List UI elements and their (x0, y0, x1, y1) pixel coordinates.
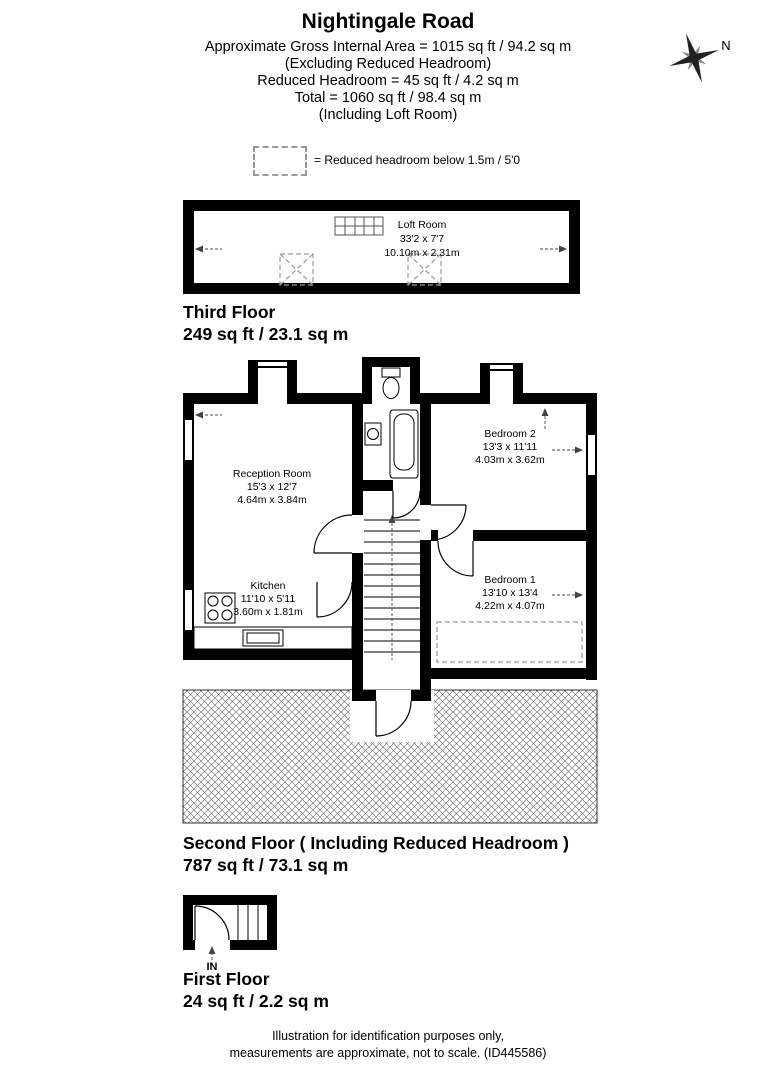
loft-room-label: Loft Room (398, 219, 447, 231)
stairs-icon (364, 515, 420, 660)
front-door-arc (194, 905, 230, 941)
reception-window (183, 420, 194, 460)
sink-icon (364, 422, 382, 446)
bedroom2-window (586, 435, 597, 475)
entrance-door-arc (375, 700, 412, 737)
walls (183, 200, 580, 294)
header: Nightingale Road Approximate Gross Inter… (0, 10, 776, 124)
entrance-in-label: IN (207, 961, 218, 973)
walls (183, 895, 277, 950)
footer-disclaimer-line2: measurements are approximate, not to sca… (229, 1046, 547, 1060)
second-floor-plan: Reception Room 15'3 x 12'7 4.64m x 3.84m… (182, 357, 598, 824)
kitchen-door-arc (316, 581, 353, 618)
legend-text: = Reduced headroom below 1.5m / 5'0 (314, 153, 521, 167)
bay-window (258, 360, 513, 371)
reduced-headroom-line: Reduced Headroom = 45 sq ft / 4.2 sq m (257, 73, 519, 89)
third-floor-label: Third Floor 249 sq ft / 23.1 sq m (183, 302, 349, 344)
entrance-arrow-icon (208, 946, 216, 960)
kitchen-sink-icon (242, 629, 284, 647)
bedroom2-label: Bedroom 2 (484, 428, 536, 440)
third-floor-plan: Loft Room 33'2 x 7'7 10.10m x 2.31m (183, 200, 580, 294)
skylight-icon (334, 216, 384, 236)
hatched-roof-area (182, 689, 598, 824)
kitchen-dim-metric: 3.60m x 1.81m (233, 606, 303, 618)
bedroom1-dim-metric: 4.22m x 4.07m (475, 600, 545, 612)
dimension-arrow-icon (195, 245, 567, 253)
bedroom2-dim-imperial: 13'3 x 11'11 (483, 441, 538, 453)
kitchen-dim-imperial: 11'10 x 5'11 (241, 593, 296, 605)
third-floor-area: 249 sq ft / 23.1 sq m (183, 324, 349, 344)
loft-room-dim-imperial: 33'2 x 7'7 (400, 233, 444, 245)
bedroom1-door-arc (437, 540, 474, 577)
including-loft-line: (Including Loft Room) (318, 107, 458, 123)
compass-icon: N (669, 33, 731, 83)
reception-room-label: Reception Room (233, 468, 311, 480)
reception-room-dim-imperial: 15'3 x 12'7 (247, 481, 297, 493)
bathroom-door-arc (392, 490, 421, 519)
walls (183, 357, 597, 701)
gross-area-line: Approximate Gross Internal Area = 1015 s… (204, 39, 572, 55)
footer-disclaimer-line1: Illustration for identification purposes… (272, 1029, 504, 1043)
property-title: Nightingale Road (301, 10, 475, 33)
total-line: Total = 1060 sq ft / 98.4 sq m (294, 90, 482, 106)
compass-north-label: N (721, 38, 730, 53)
second-floor-label: Second Floor ( Including Reduced Headroo… (183, 833, 569, 875)
loft-room-dim-metric: 10.10m x 2.31m (384, 247, 460, 259)
stove-icon (204, 592, 236, 624)
toilet-icon (381, 367, 401, 399)
bedroom2-dim-metric: 4.03m x 3.62m (475, 454, 545, 466)
bedroom1-dim-imperial: 13'10 x 13'4 (482, 587, 538, 599)
kitchen-label: Kitchen (250, 580, 285, 592)
roof-window-icon (279, 253, 314, 286)
first-floor-plan: IN (183, 895, 277, 973)
kitchen-window (183, 590, 194, 630)
stairs-icon (237, 905, 259, 940)
bedroom1-label: Bedroom 1 (484, 574, 536, 586)
reception-door-arc (313, 514, 353, 554)
reduced-headroom-area (436, 621, 583, 663)
legend-reduced-headroom-swatch (253, 146, 307, 176)
bathtub-icon (389, 409, 419, 479)
roof-window-icon (407, 253, 442, 286)
bedroom2-door-arc (430, 504, 467, 541)
reception-room-dim-metric: 4.64m x 3.84m (237, 494, 307, 506)
excluding-line: (Excluding Reduced Headroom) (284, 56, 492, 72)
footer: Illustration for identification purposes… (0, 1028, 776, 1062)
dimension-arrow-icon (195, 408, 583, 599)
first-floor-area: 24 sq ft / 2.2 sq m (183, 991, 329, 1011)
second-floor-area: 787 sq ft / 73.1 sq m (183, 855, 349, 875)
first-floor-label: First Floor 24 sq ft / 2.2 sq m (183, 969, 329, 1011)
